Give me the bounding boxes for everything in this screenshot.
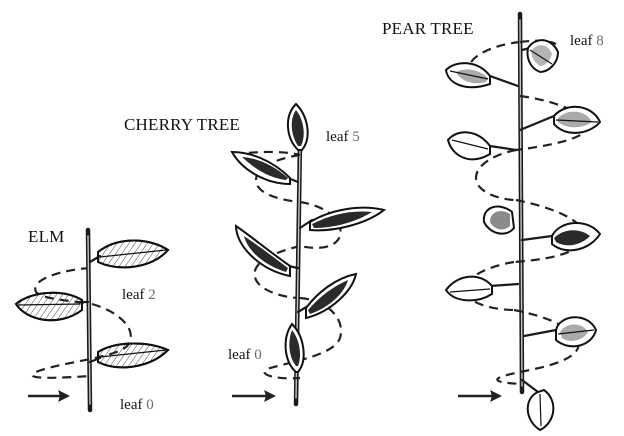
- elm-leaf-number-top: 2: [148, 287, 156, 303]
- pear-leaf-bottom: [522, 380, 553, 430]
- cherry-leaf-left-1: [232, 152, 298, 184]
- elm-leaf-bottom: [90, 344, 168, 368]
- pear-leaf-number-top: 8: [596, 33, 604, 49]
- pear-leaf-top-right: [522, 40, 558, 72]
- pear-leaf-middle-left: [448, 132, 516, 159]
- pear-leaf-word-top: leaf: [570, 33, 592, 49]
- cherry-leaf-word-top: leaf: [326, 129, 348, 145]
- cherry-title: CHERRY TREE: [124, 116, 240, 133]
- elm-leaf-label-top: leaf 2: [122, 288, 156, 303]
- elm-leaf-middle: [16, 293, 88, 321]
- pear-leaf-lower-right: [524, 317, 596, 346]
- pear-plant: [446, 14, 600, 430]
- cherry-leaf-word-bottom: leaf: [228, 347, 250, 363]
- cherry-leaf-label-top: leaf 5: [326, 130, 360, 145]
- cherry-leaf-label-bottom: leaf 0: [228, 348, 262, 363]
- elm-start-arrow: [28, 390, 70, 402]
- pear-leaf-upper-left: [446, 63, 518, 87]
- pear-leaf-lower-left: [446, 277, 518, 301]
- elm-plant: [16, 230, 168, 410]
- elm-leaf-label-bottom: leaf 0: [120, 398, 154, 413]
- elm-leaf-number-bottom: 0: [146, 397, 154, 413]
- pear-leaf-upper-right: [520, 107, 600, 133]
- pear-leaf-right-dark: [522, 223, 600, 250]
- pear-start-arrow: [458, 390, 502, 402]
- cherry-leaf-number-top: 5: [352, 129, 360, 145]
- elm-leaf-top: [90, 241, 168, 268]
- cherry-leaf-bottom: [286, 324, 304, 372]
- elm-title: ELM: [28, 228, 64, 245]
- pear-leaf-middle-dark: [484, 207, 514, 234]
- cherry-start-arrow: [232, 390, 276, 402]
- pear-title: PEAR TREE: [382, 20, 474, 37]
- cherry-leaf-left-2: [236, 226, 298, 276]
- cherry-leaf-top: [288, 104, 308, 150]
- elm-leaf-word-top: leaf: [122, 287, 144, 303]
- elm-leaf-word-bottom: leaf: [120, 397, 142, 413]
- cherry-leaf-right-2: [298, 274, 356, 318]
- cherry-leaf-number-bottom: 0: [254, 347, 262, 363]
- cherry-leaf-right-1: [300, 208, 384, 231]
- pear-leaf-label-top: leaf 8: [570, 34, 604, 49]
